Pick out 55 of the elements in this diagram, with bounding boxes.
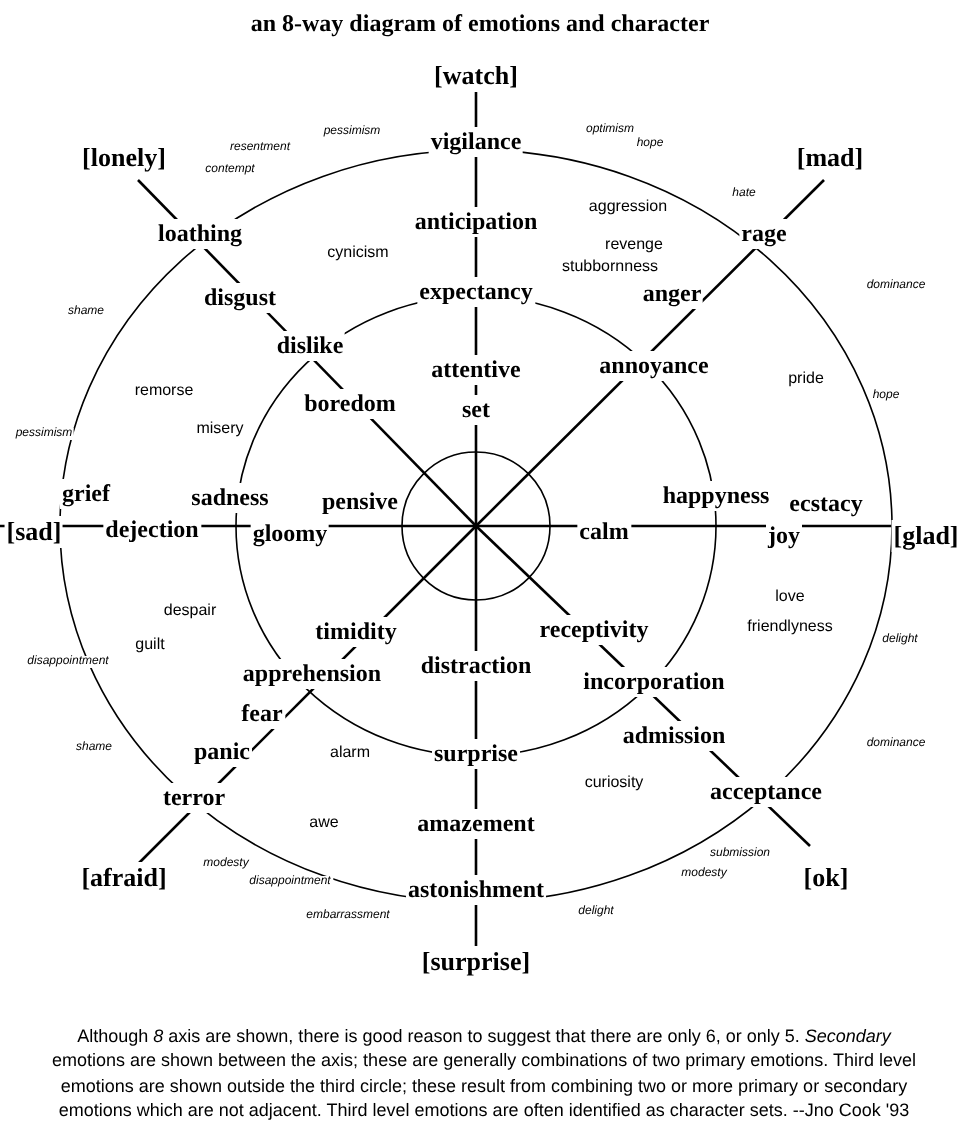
emotion-label: dislike [274,331,346,361]
secondary-emotion-label: love [773,587,807,605]
secondary-emotion-label: curiosity [582,773,646,791]
emotion-label: boredom [302,389,398,419]
emotion-label: rage [739,219,789,249]
axis-label: [afraid] [79,862,169,894]
secondary-emotion-label: cynicism [325,243,391,261]
emotion-label: set [460,395,492,425]
emotion-label: gloomy [250,519,330,549]
emotion-label: apprehension [240,659,384,689]
emotion-label: astonishment [406,875,546,905]
emotion-label: incorporation [581,667,727,697]
emotion-label: acceptance [708,777,824,807]
emotion-label: joy [766,521,802,551]
emotion-label: receptivity [537,615,651,645]
axis-label: [surprise] [419,946,533,978]
emotion-label: loathing [156,219,244,249]
emotion-label: pensive [320,487,400,517]
emotion-label: admission [620,721,728,751]
emotion-label: annoyance [597,351,711,381]
secondary-emotion-label: friendlyness [745,617,835,635]
secondary-emotion-label: remorse [132,381,196,399]
axis-label: [glad] [891,520,961,552]
secondary-emotion-label: misery [194,419,246,437]
emotion-label: expectancy [417,277,535,307]
emotion-label: panic [192,737,252,767]
secondary-emotion-label: despair [161,601,219,619]
emotion-label: timidity [313,617,399,647]
emotion-label: grief [60,479,112,509]
axis-label: [mad] [794,142,866,174]
emotion-label: sadness [189,483,271,513]
secondary-emotion-label: guilt [133,635,167,653]
emotion-label: distraction [418,651,534,681]
axis-label: [lonely] [80,142,168,174]
emotion-label: anticipation [412,207,540,237]
axis-label: [watch] [432,60,520,92]
axis-label: [sad] [4,516,64,548]
emotion-label: amazement [415,809,537,839]
secondary-emotion-label: aggression [586,197,670,215]
emotion-label: surprise [432,739,520,769]
secondary-emotion-label: alarm [328,743,372,761]
secondary-emotion-label: awe [307,813,341,831]
secondary-emotion-label: pride [786,369,826,387]
emotion-label: happyness [660,481,772,511]
secondary-emotion-label: revenge [603,235,665,253]
emotion-label: dejection [103,515,201,545]
secondary-emotion-label: stubbornness [559,257,661,275]
emotion-label: vigilance [428,127,524,157]
emotion-label: disgust [201,283,279,313]
caption: Although 8 axis are shown, there is good reason to suggest that there are only 6, or only 5. Secondary emotions are shown between the axis; these are generally combinations of two primary emotions. Third level emotions are shown outside the third circle; these result from combining two or more primary or secondary emotions which are not adjacent. Third level emotions are often identified as character sets. --Jno Cook '93 [49,1024,919,1123]
axis-label: [ok] [801,862,851,894]
emotion-label: fear [239,699,285,729]
emotion-label: attentive [429,355,523,385]
emotion-label: terror [160,783,228,813]
diagram-title: an 8-way diagram of emotions and character [248,9,712,39]
